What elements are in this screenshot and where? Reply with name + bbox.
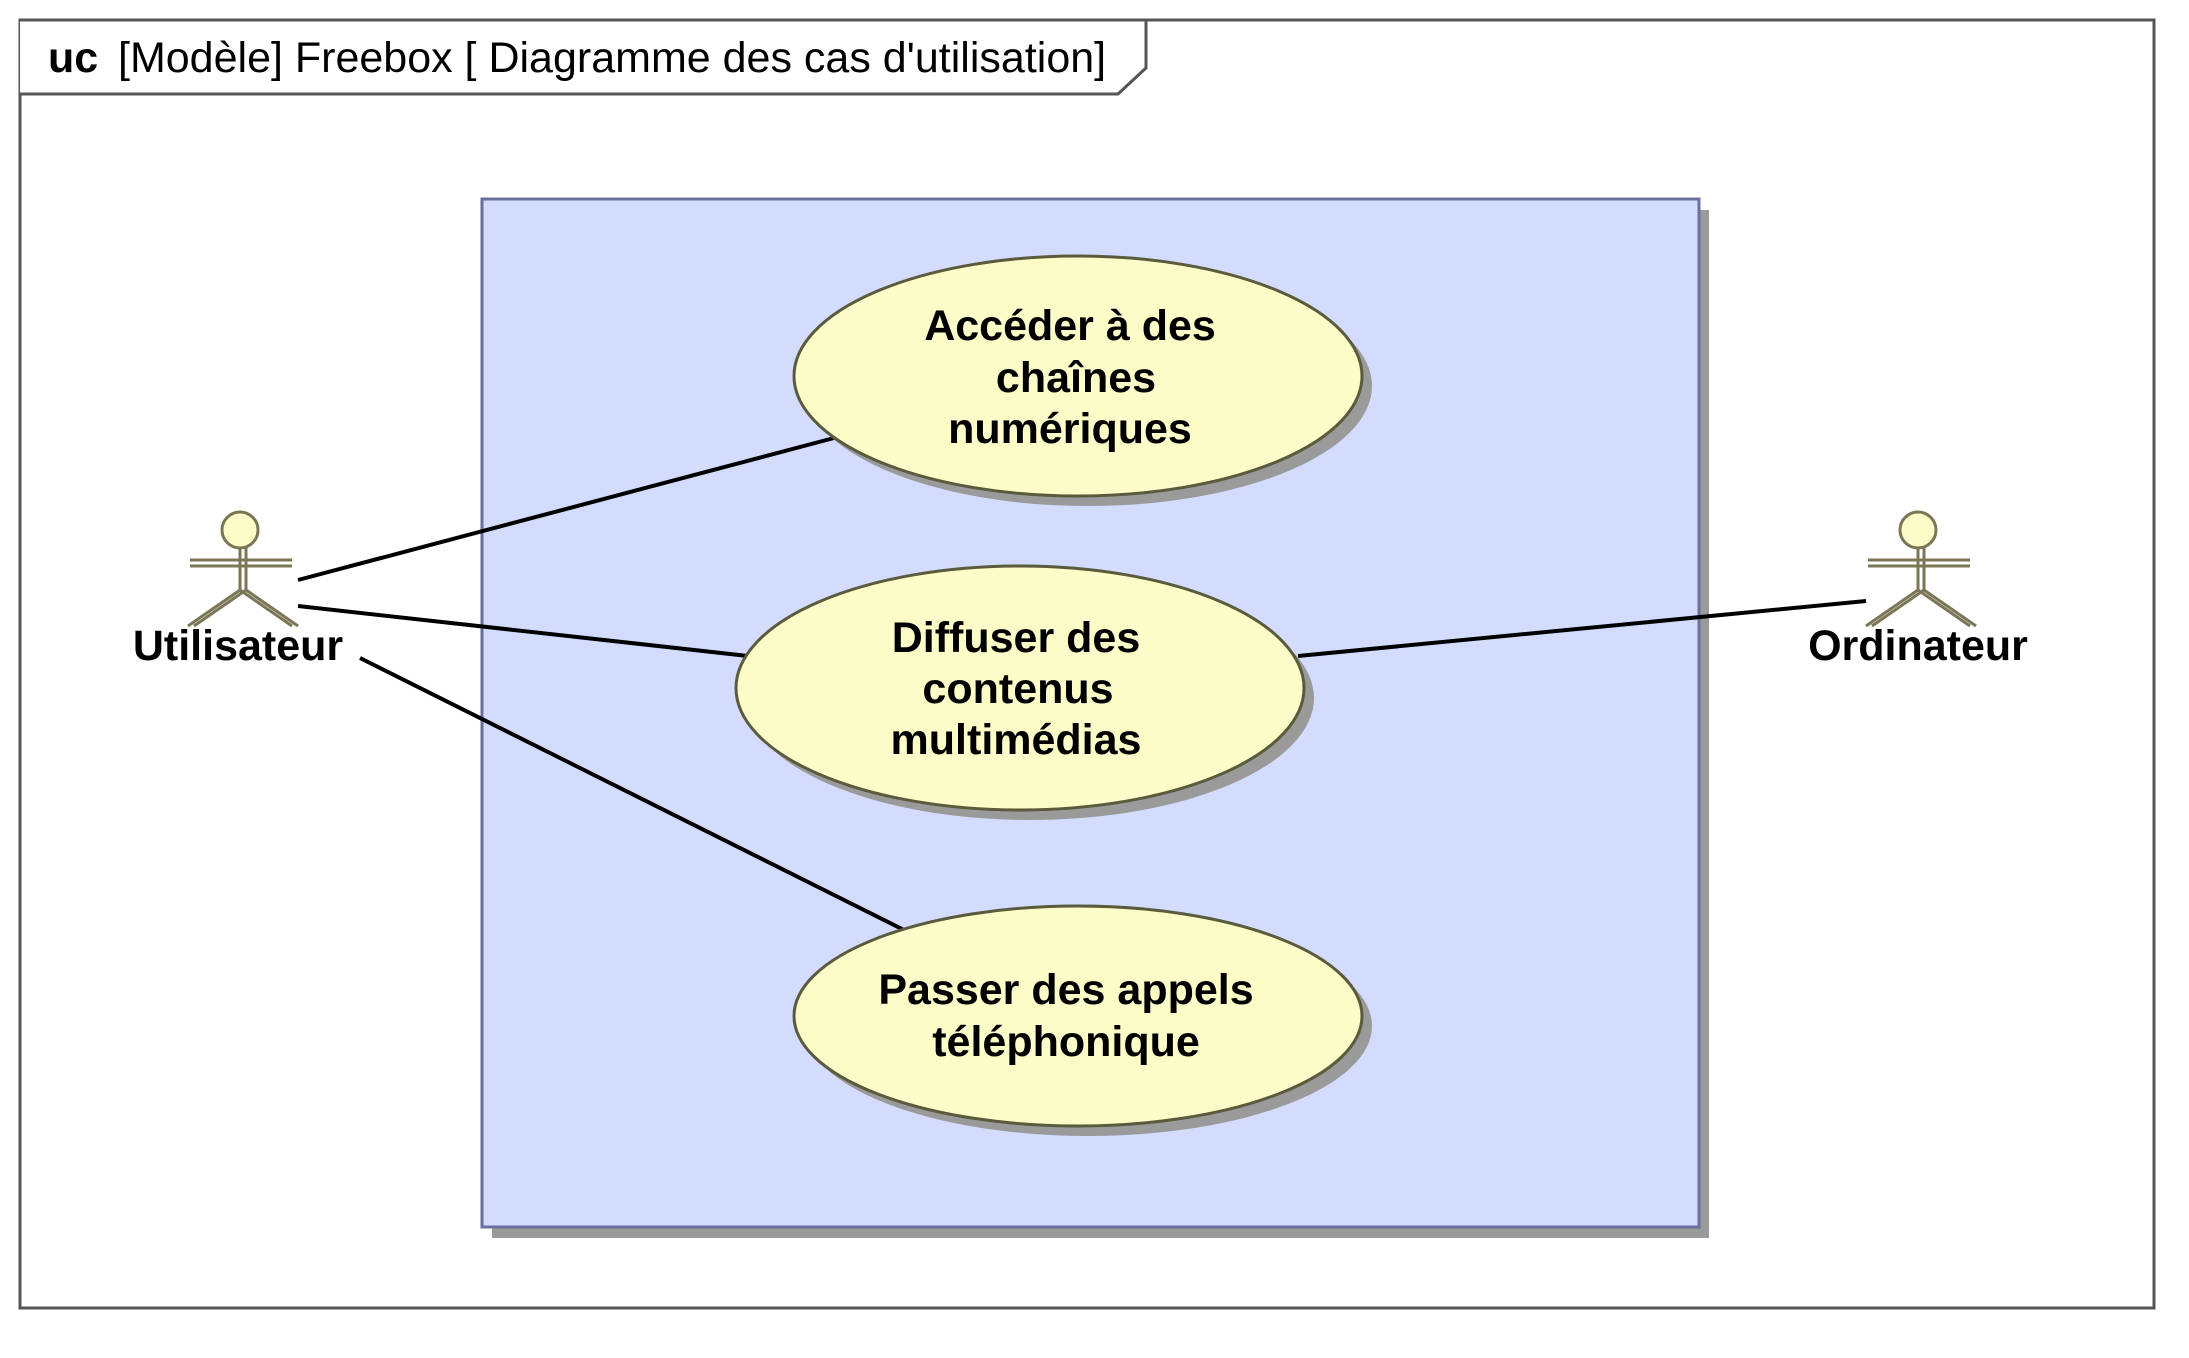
use-case-label-line: téléphonique — [932, 1018, 1200, 1066]
association-utilisateur-uc3 — [359, 656, 905, 932]
actor-ordinateur[interactable]: Ordinateur — [1808, 510, 2028, 670]
use-case-label-line: chaînes — [996, 354, 1156, 402]
association-ordinateur-uc2 — [1297, 599, 1867, 658]
actor-utilisateur[interactable]: Utilisateur — [133, 510, 344, 670]
association-utilisateur-uc2 — [297, 604, 749, 658]
use-case-label-line: Passer des appels — [878, 966, 1253, 1014]
actor-label: Utilisateur — [133, 622, 344, 670]
frame-keyword: uc — [48, 34, 98, 82]
use-case-label-line: contenus — [922, 665, 1113, 713]
stick-figure-icon — [187, 510, 299, 628]
use-case-label-line: Diffuser des — [892, 614, 1141, 662]
use-case-ellipse — [792, 904, 1364, 1128]
actor-label: Ordinateur — [1808, 622, 2028, 670]
use-case-acceder-chaines[interactable]: Accéder à des chaînes numériques — [792, 254, 1372, 506]
use-case-label-line: numériques — [948, 405, 1192, 453]
frame-label: [Modèle] Freebox [ Diagramme des cas d'u… — [118, 34, 1106, 82]
stick-figure-icon — [1865, 510, 1977, 628]
use-case-label-line: Accéder à des — [924, 302, 1216, 350]
association-utilisateur-uc1 — [297, 436, 835, 582]
use-case-label-line: multimédias — [891, 716, 1142, 764]
use-case-passer-appels[interactable]: Passer des appels téléphonique — [792, 904, 1372, 1136]
associations — [297, 436, 1867, 932]
use-case-ellipse — [792, 254, 1364, 498]
frame-tab — [20, 18, 1148, 96]
use-case-ellipse — [734, 564, 1306, 812]
use-case-diffuser-contenus[interactable]: Diffuser des contenus multimédias — [734, 564, 1314, 820]
